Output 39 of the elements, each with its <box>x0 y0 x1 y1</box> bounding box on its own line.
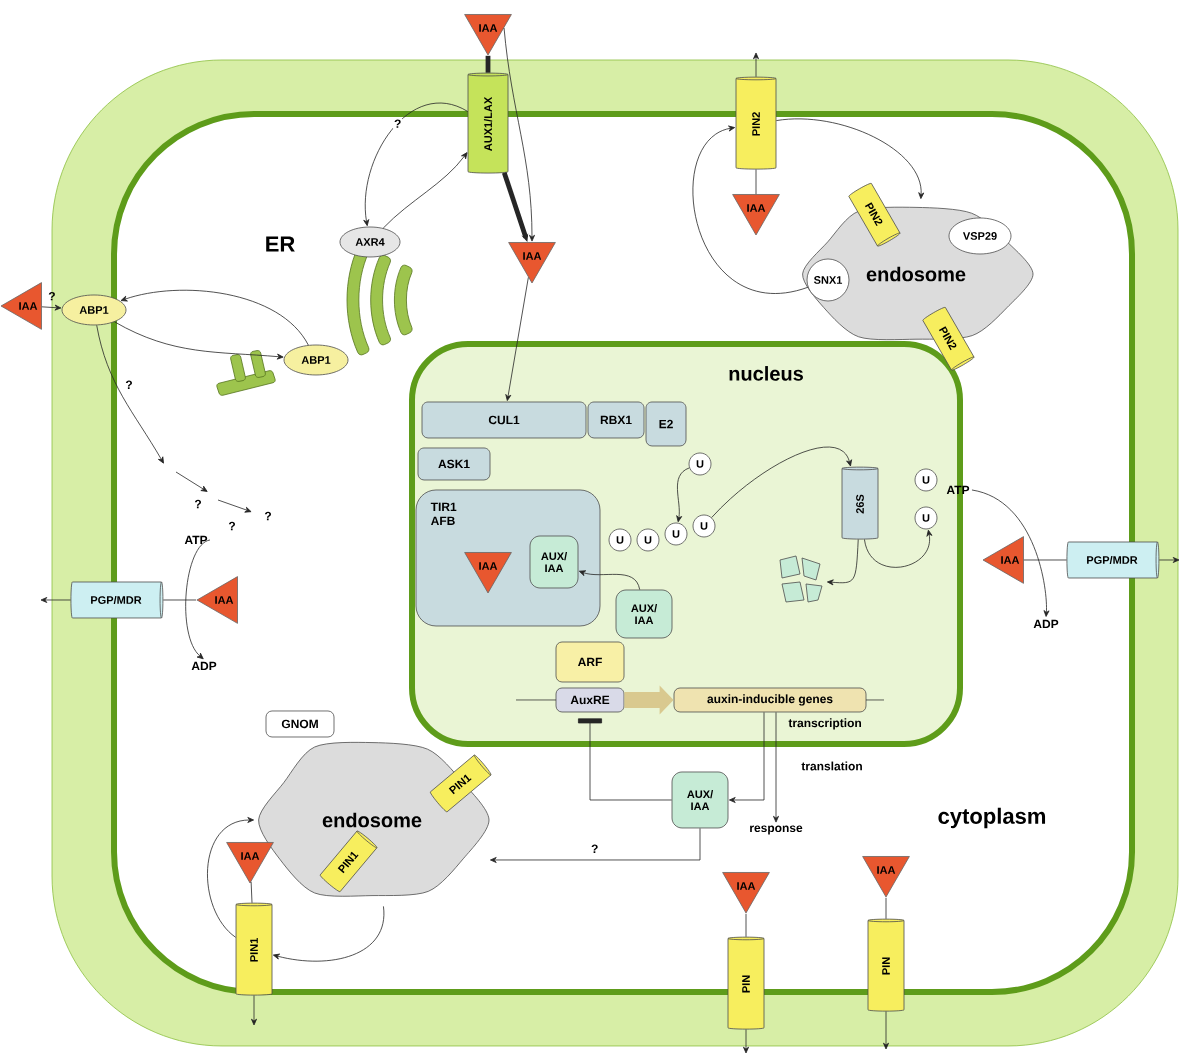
arrow <box>363 102 468 227</box>
connector-line <box>250 881 253 904</box>
arrow <box>776 118 925 199</box>
arrow <box>1158 557 1180 563</box>
arrow <box>114 321 284 360</box>
arrow <box>971 489 1050 617</box>
arrow <box>743 1029 749 1054</box>
arrow <box>382 152 468 229</box>
arrow <box>692 125 809 294</box>
arrow <box>120 289 309 346</box>
arrow <box>251 995 257 1026</box>
arrow <box>40 597 71 603</box>
arrow <box>827 539 859 586</box>
arrow <box>883 1011 889 1050</box>
arrow <box>96 324 164 464</box>
arrow <box>676 467 690 523</box>
arrow <box>41 304 62 311</box>
inhibition-line <box>578 718 672 801</box>
arrow <box>490 828 701 863</box>
connector-line <box>745 913 747 938</box>
arrow <box>773 712 779 823</box>
connector-line <box>162 599 197 601</box>
arrow <box>711 446 852 518</box>
connector-line <box>1023 559 1067 561</box>
arrow <box>753 52 759 78</box>
connector-line <box>755 169 757 195</box>
arrow <box>503 27 535 242</box>
node-label: ER <box>266 236 295 252</box>
arrow <box>185 539 211 660</box>
connector-line <box>885 897 887 920</box>
arrow <box>729 712 765 803</box>
compartment-label: cytoplasm <box>938 807 1046 829</box>
arrow <box>864 529 933 568</box>
connector-line <box>485 55 491 73</box>
arrow <box>505 277 529 401</box>
arrow <box>578 570 641 590</box>
arrow <box>207 817 254 938</box>
protein-fragments-drawing <box>779 555 823 603</box>
arrow <box>272 906 385 962</box>
